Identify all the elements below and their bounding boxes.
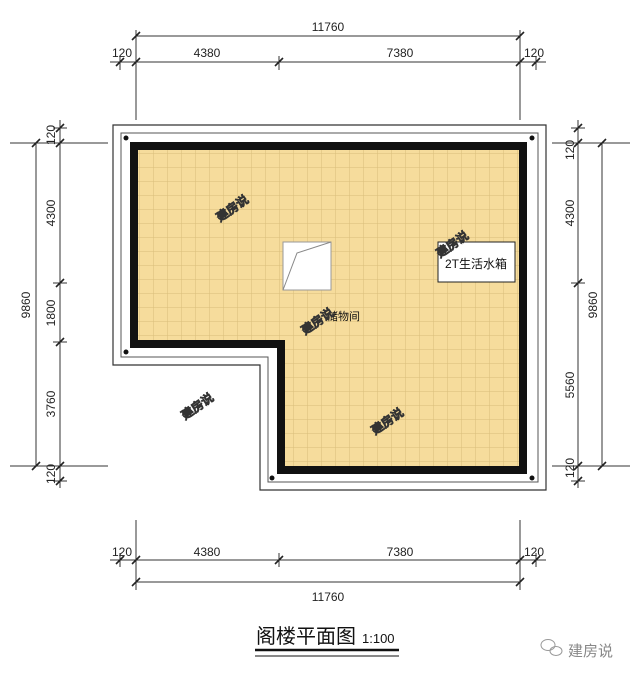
svg-text:7380: 7380 (387, 545, 414, 559)
right-dimensions: 120 4300 5560 120 9860 (552, 120, 630, 488)
svg-text:9860: 9860 (19, 291, 33, 318)
svg-text:9860: 9860 (586, 291, 600, 318)
plan-scale: 1:100 (362, 631, 395, 646)
svg-text:4380: 4380 (194, 46, 221, 60)
svg-text:4300: 4300 (44, 199, 58, 226)
svg-text:120: 120 (44, 125, 58, 145)
floor-area (138, 150, 519, 466)
water-tank (437, 241, 516, 283)
svg-text:1800: 1800 (44, 299, 58, 326)
svg-text:7380: 7380 (387, 46, 414, 60)
left-dimensions: 9860 120 4300 1800 3760 120 (10, 120, 108, 488)
room-label: 储物间 (327, 309, 360, 323)
wechat-icon (540, 639, 563, 656)
plan-title: 阁楼平面图 (256, 625, 356, 648)
svg-text:120: 120 (112, 46, 132, 60)
svg-text:120: 120 (563, 458, 577, 478)
svg-text:120: 120 (112, 545, 132, 559)
svg-text:建房说: 建房说 (177, 390, 216, 424)
svg-text:3760: 3760 (44, 390, 58, 417)
svg-text:120: 120 (44, 464, 58, 484)
footer-brand: 建房说 (568, 643, 613, 660)
svg-text:11760: 11760 (312, 590, 345, 604)
svg-text:120: 120 (563, 140, 577, 160)
svg-text:120: 120 (524, 545, 544, 559)
svg-text:4380: 4380 (194, 545, 221, 559)
svg-text:120: 120 (524, 46, 544, 60)
svg-text:5560: 5560 (563, 371, 577, 398)
top-dimensions: 11760 120 4380 7380 120 (110, 20, 546, 120)
svg-text:4300: 4300 (563, 199, 577, 226)
svg-text:11760: 11760 (312, 20, 345, 34)
bottom-dimensions: 120 4380 7380 120 11760 (110, 520, 546, 604)
stair-opening (282, 241, 332, 291)
tank-label: 2T生活水箱 (445, 256, 507, 271)
